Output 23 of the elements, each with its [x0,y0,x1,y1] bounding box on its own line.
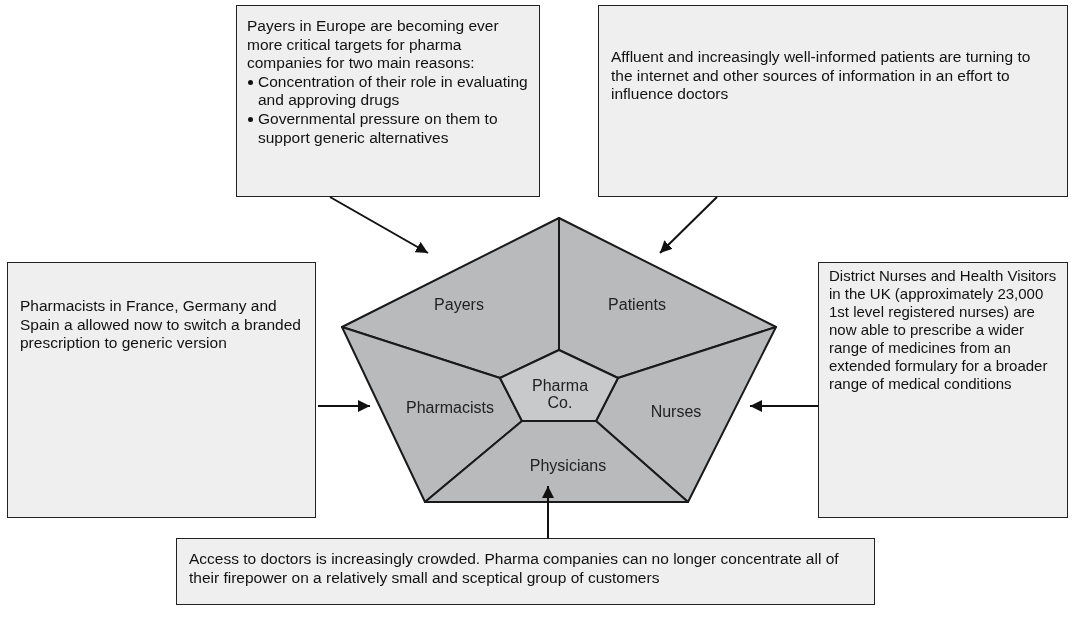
center-label: Pharma Co. [532,378,588,412]
segment-label: Pharmacists [406,399,494,417]
text-box [818,262,1068,518]
box-text: Payers in Europe are becoming ever more critical targets for pharma companies for two main reasons: [247,17,500,73]
arrow [659,196,718,254]
arrow [329,196,429,254]
segment-label: Physicians [529,457,607,475]
text-box [7,262,316,518]
box-text: District Nurses and Health Visitors in the UK (approximately 23,000 1st level registered nurses) are now able to prescribe a wider range of medicines from an extended formulary for a broader range of medical conditions [829,267,1058,393]
arrow [542,485,554,539]
arrow [749,400,819,412]
segment-label: Patients [608,296,666,314]
text-box [236,5,540,197]
box-text: Affluent and increasingly well-informed patients are turning to the internet and other sources of information in an effort to influence doctors [611,48,1032,104]
segment-label: Nurses [650,403,702,421]
bullet-text: Governmental pressure on them to support generic alternatives [258,109,498,146]
segment-label: Payers [434,296,484,314]
box-text: Pharmacists in France, Germany and Spain a allowed now to switch a branded prescription to generic version [20,297,302,353]
arrow [317,400,371,412]
text-box [176,538,875,605]
text-box [598,5,1068,197]
bullet-text: Concentration of their role in evaluating and approving drugs [258,72,528,109]
box-text: Access to doctors is increasingly crowded. Pharma companies can no longer concentrate all of their firepower on a relatively small and sceptical group of customers [189,550,840,588]
